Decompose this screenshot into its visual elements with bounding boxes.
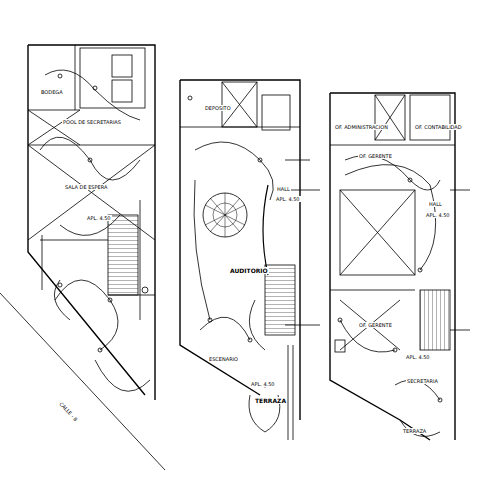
room-label: HALL bbox=[428, 201, 443, 207]
room-label: TERRAZA bbox=[402, 428, 427, 434]
room-label: SALA DE ESPERA bbox=[64, 184, 108, 190]
room-label: OF. CONTABILIDAD bbox=[414, 124, 463, 130]
room-label: APL. 4.50 bbox=[250, 381, 276, 387]
room-label: BODEGA bbox=[40, 89, 64, 95]
room-label: TERRAZA bbox=[254, 397, 287, 404]
room-label: OF. GERENTE bbox=[358, 153, 393, 159]
room-label: CALLE - 8 bbox=[58, 400, 80, 423]
room-label: HALL bbox=[276, 186, 291, 192]
third-floor bbox=[330, 93, 470, 440]
room-label: OF. GERENTE bbox=[358, 322, 393, 328]
ground-floor bbox=[28, 45, 155, 400]
room-label: SECRETARIA bbox=[406, 378, 439, 384]
room-label: AUDITORIO bbox=[229, 267, 269, 274]
room-label: APL. 4.50 bbox=[275, 196, 301, 202]
room-label: APL. 4.50 bbox=[425, 212, 451, 218]
room-label: POOL DE SECRETARIAS bbox=[62, 119, 122, 125]
room-label: DEPOSITO bbox=[204, 105, 232, 111]
room-label: APL. 4.50 bbox=[405, 354, 431, 360]
room-label: OF. ADMINISTRACION bbox=[334, 124, 389, 130]
room-label: APL. 4.50 bbox=[86, 215, 112, 221]
second-floor bbox=[180, 80, 320, 440]
room-label: ESCENARIO bbox=[208, 356, 239, 362]
